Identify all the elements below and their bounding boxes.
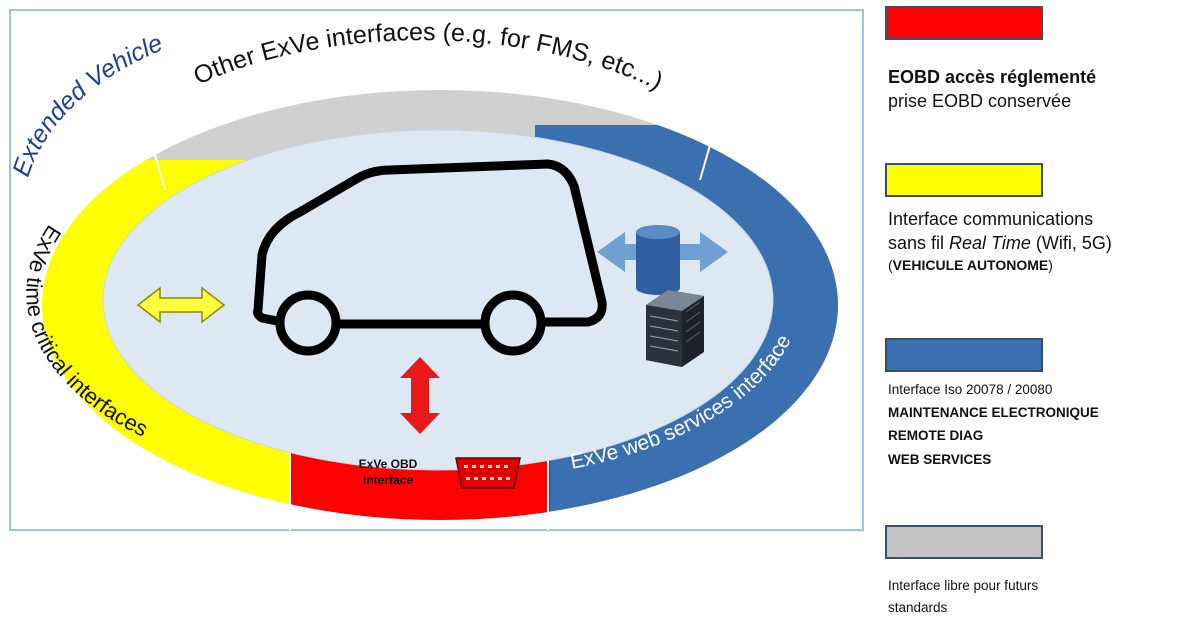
server-icon [646, 290, 704, 367]
legend-swatch-yellow [885, 163, 1043, 197]
legend-text-blue: Interface Iso 20078 / 20080 MAINTENANCE … [888, 378, 1099, 471]
legend-red-line2: prise EOBD conservée [888, 90, 1072, 111]
legend-swatch-gray [885, 525, 1043, 559]
legend-text-yellow: Interface communications sans fil Real T… [888, 208, 1112, 274]
obd-connector-icon [455, 457, 521, 489]
legend-yellow-line2: sans fil Real Time (Wifi, 5G) [888, 232, 1112, 253]
yellow-double-arrow-icon [136, 286, 226, 324]
ring [42, 90, 838, 530]
red-double-arrow-icon [400, 357, 440, 434]
legend-text-gray: Interface libre pour futurs standards [888, 575, 1038, 620]
legend-blue-line1: Interface Iso 20078 / 20080 [888, 382, 1053, 397]
legend-gray-line2: standards [888, 600, 948, 616]
legend-swatch-red [885, 6, 1043, 40]
extended-vehicle-diagram: Extended Vehicle Other ExVe interfaces (… [7, 9, 864, 531]
legend-blue-line4: WEB SERVICES [888, 451, 992, 467]
legend-red-line1: EOBD accès réglementé [888, 67, 1097, 87]
database-icon [636, 225, 680, 295]
legend-blue-line3: REMOTE DIAG [888, 428, 984, 444]
legend: EOBD accès réglementé prise EOBD conserv… [880, 0, 1180, 622]
legend-blue-line2: MAINTENANCE ELECTRONIQUE [888, 405, 1099, 421]
van-icon [253, 159, 607, 356]
obd-label-line2: interface [363, 473, 413, 487]
inner-area [102, 129, 774, 471]
legend-gray-line1: Interface libre pour futurs [888, 578, 1039, 593]
legend-swatch-blue [885, 338, 1043, 372]
legend-yellow-line3: (VEHICULE AUTONOME) [888, 256, 1053, 273]
legend-text-red: EOBD accès réglementé prise EOBD conserv… [888, 66, 1096, 114]
legend-yellow-line1: Interface communications [888, 209, 1094, 229]
obd-label-line1: ExVe OBD [359, 457, 418, 471]
